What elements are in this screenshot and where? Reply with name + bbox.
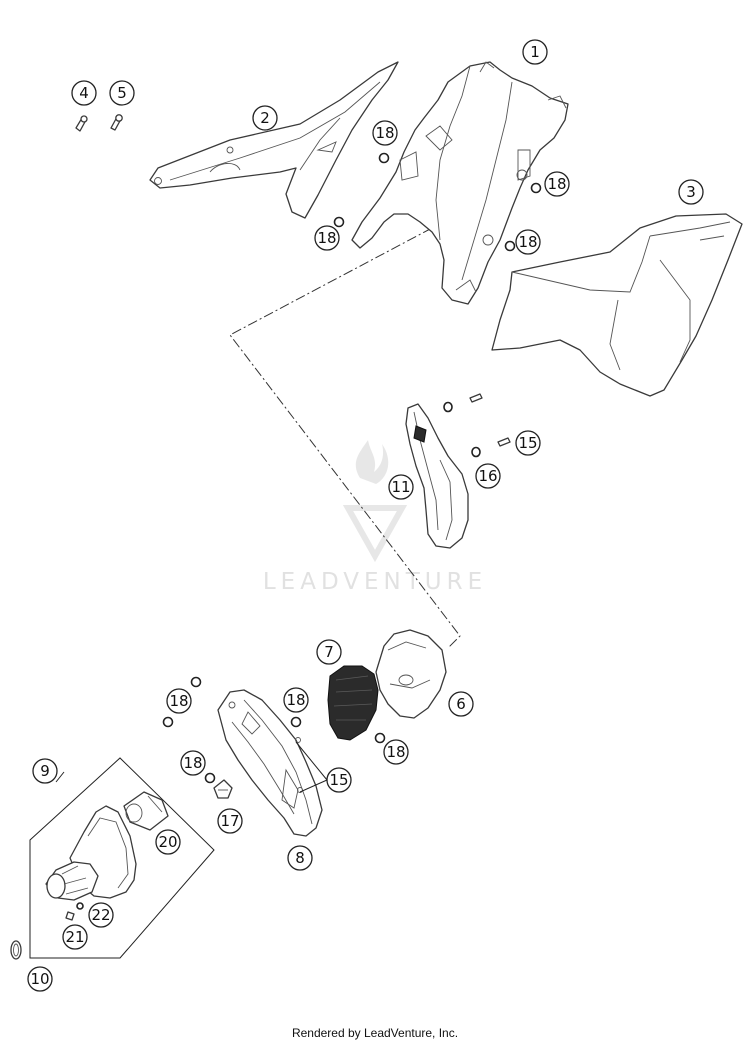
callout-7: 7	[316, 639, 342, 665]
svg-text:18: 18	[547, 175, 566, 193]
callout-18-f: 18	[283, 687, 309, 713]
svg-text:11: 11	[391, 478, 410, 496]
part-18-nuts	[162, 152, 542, 784]
part-8-filter-housing	[217, 689, 323, 837]
svg-text:2: 2	[260, 109, 270, 127]
callout-21: 21	[62, 924, 88, 950]
svg-text:9: 9	[40, 762, 50, 780]
svg-text:16: 16	[478, 467, 497, 485]
svg-text:20: 20	[158, 833, 177, 851]
callout-9: 9	[32, 758, 58, 784]
part-1-airbox-frame	[351, 61, 569, 305]
callout-22: 22	[88, 902, 114, 928]
callout-18-g: 18	[383, 739, 409, 765]
svg-text:3: 3	[686, 183, 696, 201]
callout-18-a: 18	[372, 120, 398, 146]
svg-text:17: 17	[220, 812, 239, 830]
callout-17: 17	[217, 808, 243, 834]
part-3-side-cover	[491, 213, 743, 397]
callout-3: 3	[678, 179, 704, 205]
callout-15-lower: 15	[326, 767, 352, 793]
svg-text:15: 15	[518, 434, 537, 452]
svg-text:6: 6	[456, 695, 466, 713]
part-22-washer	[76, 902, 84, 910]
leader-lines	[55, 741, 328, 793]
callout-18-b: 18	[314, 225, 340, 251]
callout-1: 1	[522, 39, 548, 65]
part-6-filter-cover	[375, 629, 447, 719]
svg-text:18: 18	[518, 233, 537, 251]
svg-text:22: 22	[91, 906, 110, 924]
part-16-washer	[443, 401, 481, 458]
part-9-group-outline	[29, 757, 215, 959]
part-11-air-duct	[405, 403, 469, 549]
part-5-screw	[110, 114, 123, 131]
watermark-text: LEADVENTURE	[263, 569, 487, 595]
svg-text:18: 18	[386, 743, 405, 761]
svg-text:15: 15	[329, 771, 348, 789]
part-17-clamp	[213, 779, 233, 799]
svg-text:7: 7	[324, 643, 334, 661]
callout-18-c: 18	[544, 171, 570, 197]
callout-15-upper: 15	[515, 430, 541, 456]
footer-credit: Rendered by LeadVenture, Inc.	[291, 1026, 459, 1040]
part-10-clamp-ring	[10, 940, 22, 960]
callout-6: 6	[448, 691, 474, 717]
callout-2: 2	[252, 105, 278, 131]
svg-text:1: 1	[530, 43, 540, 61]
callout-18-e: 18	[166, 688, 192, 714]
callout-10: 10	[27, 966, 53, 992]
part-7-air-filter	[327, 665, 379, 741]
svg-text:18: 18	[183, 754, 202, 772]
svg-text:8: 8	[295, 849, 305, 867]
part-4-screw	[75, 115, 88, 132]
leadventure-watermark: LEADVENTURE	[263, 440, 487, 595]
svg-text:4: 4	[79, 84, 89, 102]
callout-18-d: 18	[515, 229, 541, 255]
callout-8: 8	[287, 845, 313, 871]
callout-4: 4	[71, 80, 97, 106]
callout-18-h: 18	[180, 750, 206, 776]
part-20-intake-sleeve	[123, 791, 169, 831]
callout-11: 11	[388, 474, 414, 500]
assembly-line	[229, 227, 461, 649]
svg-text:18: 18	[286, 691, 305, 709]
svg-text:10: 10	[30, 970, 49, 988]
part-15-screw-upper	[469, 393, 511, 447]
svg-text:18: 18	[317, 229, 336, 247]
callout-16: 16	[475, 463, 501, 489]
part-21-screw	[65, 911, 75, 921]
svg-text:18: 18	[375, 124, 394, 142]
svg-text:5: 5	[117, 84, 127, 102]
svg-text:18: 18	[169, 692, 188, 710]
callout-20: 20	[155, 829, 181, 855]
part-2-side-panel	[149, 61, 399, 219]
svg-text:21: 21	[65, 928, 84, 946]
callout-5: 5	[109, 80, 135, 106]
part-9-intake-boot	[45, 805, 137, 901]
